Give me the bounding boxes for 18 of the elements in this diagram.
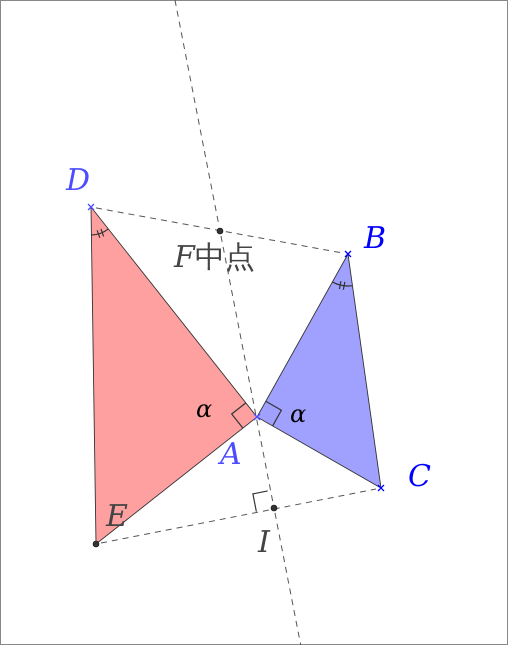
point-label: A — [220, 440, 242, 470]
point-label: D — [66, 166, 90, 196]
point-label: F中点 — [174, 243, 255, 273]
point-mark — [86, 202, 96, 212]
point-mark — [252, 412, 262, 422]
point-dot — [269, 503, 279, 513]
angle-label: α — [196, 397, 212, 421]
dashed-line — [100, 488, 376, 544]
point-dot — [215, 226, 225, 236]
dashed-line — [220, 236, 274, 504]
point-mark — [343, 249, 353, 259]
point-label: I — [258, 528, 270, 558]
point-mark — [376, 483, 386, 493]
point-label: B — [364, 224, 386, 254]
point-dot — [91, 539, 101, 549]
angle-label: α — [290, 402, 306, 426]
point-label: C — [408, 462, 431, 492]
point-label: E — [106, 502, 128, 532]
